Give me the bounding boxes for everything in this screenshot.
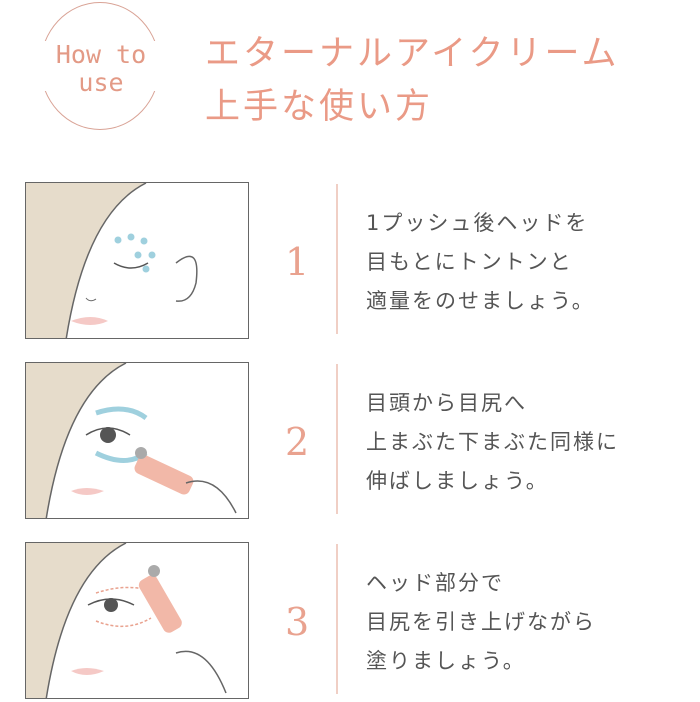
step-text-line: ヘッド部分で — [366, 571, 504, 595]
step-3: 3 ヘッド部分で目尻を引き上げながら塗りましょう。 — [0, 542, 700, 702]
face-spreading-illustration — [26, 363, 237, 518]
page-title-line-2: 上手な使い方 — [205, 87, 434, 127]
step-text-line: 塗りましょう。 — [366, 649, 526, 673]
divider — [336, 364, 338, 514]
badge-line-2: use — [78, 68, 124, 97]
step-number: 1 — [285, 240, 310, 284]
step-number: 2 — [285, 420, 310, 464]
step-3-illustration — [25, 542, 249, 699]
divider — [336, 184, 338, 334]
step-1: 1 1プッシュ後ヘッドを目もとにトントンと適量をのせましょう。 — [0, 182, 700, 342]
divider — [336, 544, 338, 694]
step-text-line: 適量をのせましょう。 — [366, 289, 595, 313]
face-tapping-illustration — [26, 183, 198, 338]
step-number: 3 — [285, 600, 310, 644]
step-text-line: 1プッシュ後ヘッドを — [366, 211, 589, 235]
face-lifting-illustration — [26, 543, 227, 698]
step-text-line: 伸ばしましょう。 — [366, 469, 549, 493]
badge-line-1: How to — [55, 40, 147, 69]
step-1-illustration — [25, 182, 249, 339]
step-text-line: 目尻を引き上げながら — [366, 610, 596, 634]
step-2: 2 目頭から目尻へ上まぶた下まぶた同様に伸ばしましょう。 — [0, 362, 700, 522]
step-text-line: 目頭から目尻へ — [366, 391, 527, 415]
page-title-line-1: エターナルアイクリーム — [205, 34, 620, 74]
step-text-line: 目もとにトントンと — [366, 250, 573, 274]
step-text-line: 上まぶた下まぶた同様に — [366, 430, 619, 454]
step-2-illustration — [25, 362, 249, 519]
